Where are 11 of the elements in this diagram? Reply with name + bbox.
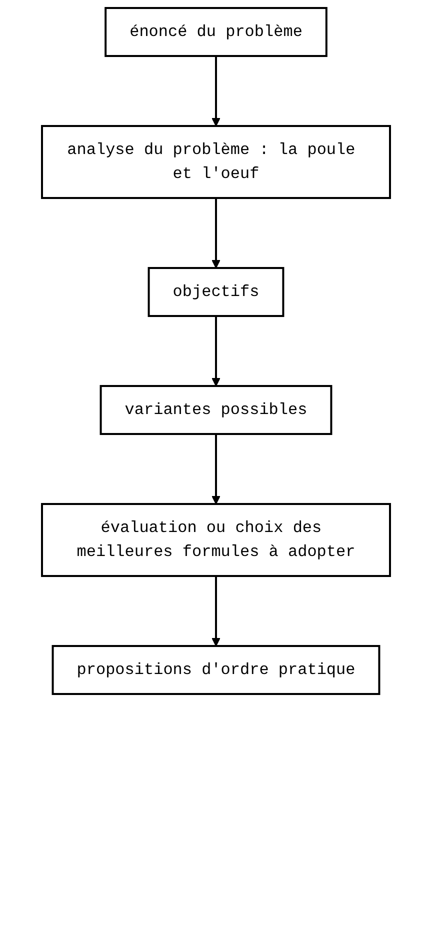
arrow [211,198,220,268]
node-box: énoncé du problème [104,7,327,57]
arrow [211,576,220,646]
arrow [211,434,220,504]
node-box: analyse du problème : la poule et l'oeuf [40,125,390,199]
node-box: propositions d'ordre pratique [51,645,380,695]
arrow [211,56,220,126]
arrow [211,316,220,386]
node-box: objectifs [147,267,284,317]
node-box: variantes possibles [99,385,332,435]
node-box: évaluation ou choix des meilleures formules à adopter [40,503,390,577]
